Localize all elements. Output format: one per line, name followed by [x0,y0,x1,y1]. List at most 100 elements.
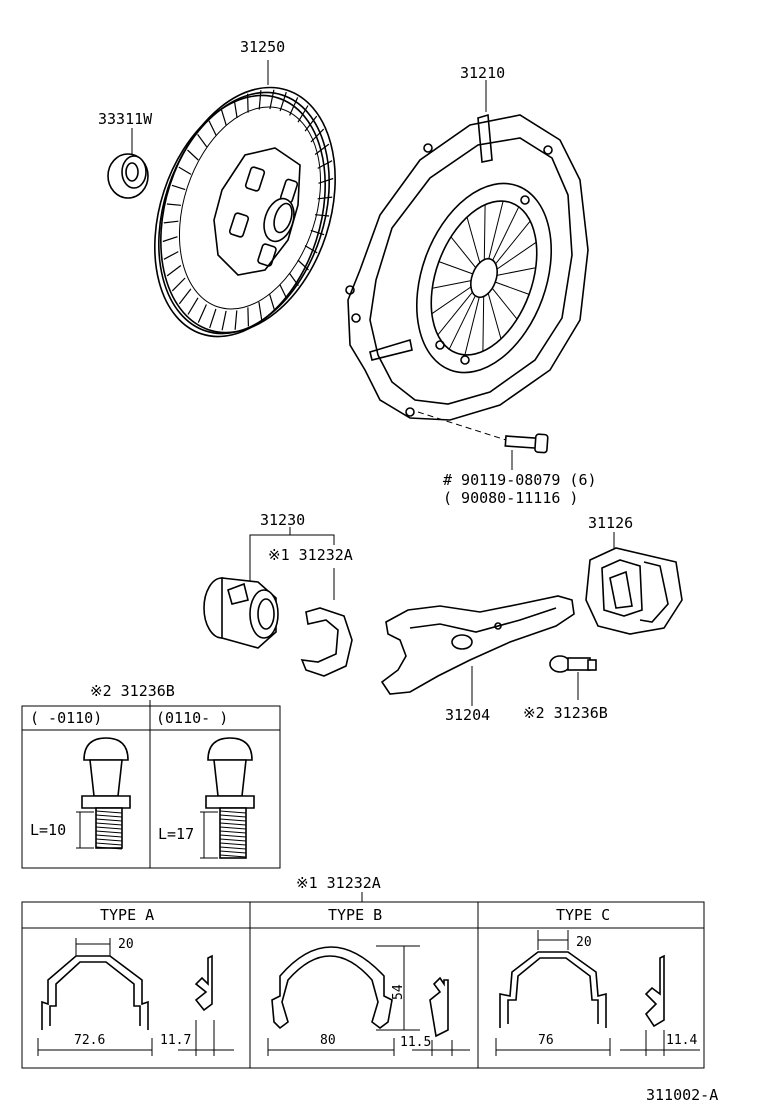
drawing-line [432,280,472,289]
drawing-line [219,854,247,858]
bolt-part-number-2: ( 90080-11116 ) [443,489,578,507]
drawing-line [95,810,123,814]
drawing-line [269,294,276,312]
type-c-top-dim: 20 [576,935,592,950]
type-b-header: TYPE B [328,906,382,924]
type-b-drawing [267,945,470,1056]
drawing-line [219,842,247,846]
drawing-line [247,307,249,327]
release-fork-drawing [380,595,575,706]
drawing-line [495,281,530,295]
drawing-line [171,277,186,292]
drawing-line [233,100,238,119]
type-c-thickness-dim: 11.4 [666,1033,697,1048]
drawing-line [95,826,123,830]
drawing-line [187,297,199,315]
drawing-line [448,295,476,350]
drawing-line [450,236,477,269]
pivot-stud-drawing [549,655,597,700]
drawing-line [304,245,318,254]
drawing-line [314,214,330,217]
drawing-line [197,134,208,148]
drawing-line [208,120,217,136]
type-c-header: TYPE C [556,906,610,924]
drawing-line [491,287,518,320]
drawing-line [488,200,504,259]
drawing-line [288,272,299,286]
drawing-line [209,308,217,329]
type-b-width-dim: 80 [320,1033,336,1048]
drawing-line [269,89,275,110]
drawing-line [437,291,473,336]
drawing-line [304,115,318,132]
drawing-line [492,206,520,261]
drawing-line [95,842,123,846]
pivot-col-2-header: (0110- ) [156,709,228,727]
drawing-line [234,310,238,330]
drawing-line [258,90,262,110]
release-bearing-part-number: 31230 [260,511,305,529]
drawing-line [219,814,247,818]
type-a-drawing [37,938,234,1056]
drawing-line [178,288,192,305]
pivot-length-1: L=10 [30,821,66,839]
pilot-bearing-drawing [107,128,149,199]
drawing-line [187,149,199,161]
clip-part-number: ※1 31232A [268,546,353,564]
drawing-line [95,822,123,826]
drawing-line [166,203,182,206]
drawing-line [219,826,247,830]
drawing-line [482,296,485,352]
drawing-line [258,301,263,320]
drawing-line [464,297,480,356]
drawing-line [279,284,288,300]
type-c-drawing [495,930,700,1056]
pivot-length-2: L=17 [158,825,194,843]
pilot-bearing-part-number: 33311W [98,110,153,128]
drawing-line [466,216,481,263]
drawing-line [219,846,247,850]
drawing-line [95,834,123,838]
type-b-thickness-dim: 11.5 [400,1035,431,1050]
bolt-part-number-1: # 90119-08079 (6) [443,471,597,489]
clutch-cover-drawing [345,80,589,421]
drawing-line [95,814,123,818]
cover-part-number: 31210 [460,64,505,82]
drawing-line [279,91,287,112]
drawing-line [219,822,247,826]
type-c-width-dim: 76 [538,1033,554,1048]
pivot-col-1-header: ( -0110) [30,709,102,727]
drawing-line [163,220,179,224]
bolt-drawing [417,411,549,470]
boot-drawing [585,532,683,635]
drawing-line [487,293,502,340]
drawing-line [95,846,123,850]
drawing-line [297,105,309,123]
drawing-line [219,818,247,822]
clip-drawing [300,568,353,677]
drawing-line [317,160,333,169]
type-a-header: TYPE A [100,906,154,924]
drawing-line [219,834,247,838]
drawing-line [219,838,247,842]
clip-table-title: ※1 31232A [296,874,381,892]
figure-code: 311002-A [646,1086,718,1104]
pivot-stud-part-number: ※2 31236B [523,704,608,722]
drawing-line [171,184,186,191]
drawing-line [431,286,472,315]
drawing-line [220,108,227,126]
drawing-line [289,97,299,116]
clutch-disc-drawing [154,60,336,338]
drawing-line [221,310,227,331]
type-b-height-dim: 54 [391,984,406,1000]
drawing-line [178,166,192,175]
drawing-line [197,304,207,323]
drawing-line [219,850,247,854]
drawing-line [314,143,330,155]
drawing-line [219,830,247,834]
release-bearing-drawing [203,527,335,649]
clip-type-table: ※1 31232A TYPE A TYPE B TYPE C 20 72.6 1… [21,874,705,1069]
type-a-width-dim: 72.6 [74,1033,105,1048]
drawing-line [95,830,123,834]
drawing-line [495,220,531,265]
